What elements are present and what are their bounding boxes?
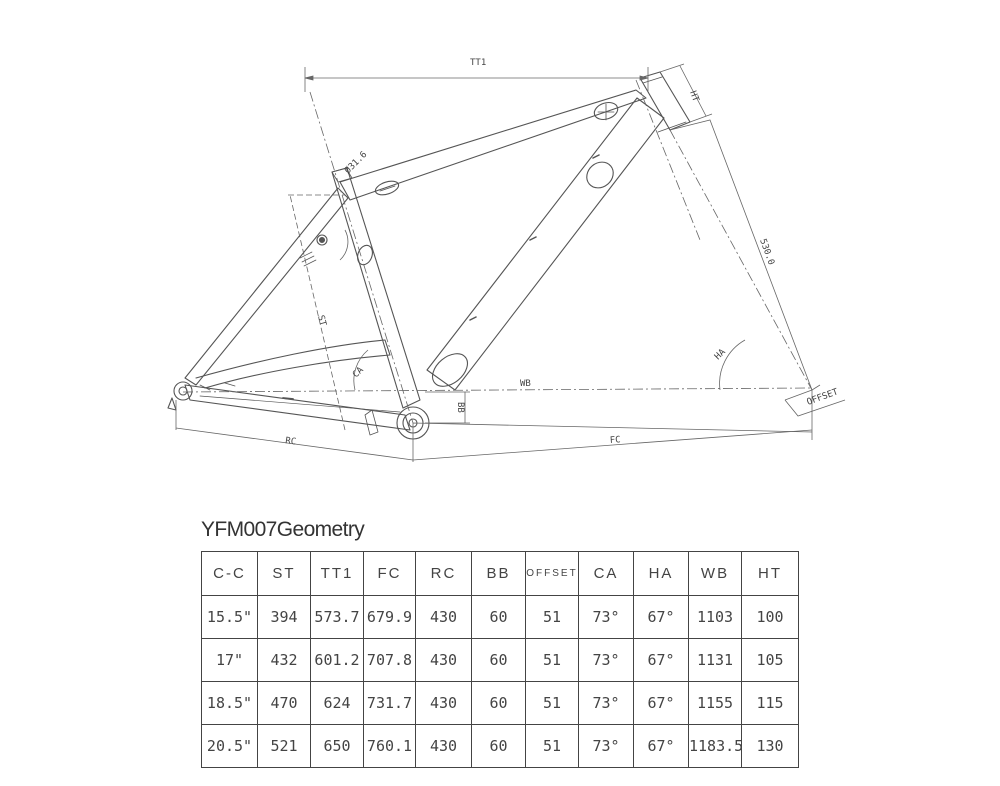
header-cell: RC: [415, 551, 472, 596]
header-cell: ST: [257, 551, 311, 596]
table-cell: 394: [257, 595, 311, 639]
label-st: ST: [315, 314, 328, 328]
table-cell: 17": [201, 638, 258, 682]
header-cell: CA: [578, 551, 634, 596]
table-cell: 430: [415, 681, 472, 725]
table-cell: 601.2: [310, 638, 364, 682]
label-seatpost-diameter: Ø31.6: [342, 149, 369, 176]
table-cell: 707.8: [363, 638, 416, 682]
label-rc: RC: [285, 436, 297, 447]
table-cell: 18.5": [201, 681, 258, 725]
table-cell: 521: [257, 724, 311, 768]
table-cell: 432: [257, 638, 311, 682]
table-cell: 1131: [688, 638, 742, 682]
dimension-lines: [175, 63, 846, 462]
table-cell: 430: [415, 638, 472, 682]
table-cell: 73°: [578, 595, 634, 639]
header-cell: FC: [363, 551, 416, 596]
table-row: 17" 432 601.2 707.8 430 60 51 73° 67° 11…: [201, 638, 799, 682]
frame-geometry-drawing: TT1 HT Ø31.6 530.0 ST CA HA WB BB OFFSET…: [167, 58, 846, 462]
table-cell: 573.7: [310, 595, 364, 639]
table-cell: 15.5": [201, 595, 258, 639]
seat-stay: [184, 187, 391, 389]
table-cell: 20.5": [201, 724, 258, 768]
chain-stay: [184, 384, 411, 436]
label-wb: WB: [520, 379, 531, 389]
geometry-table: C-C ST TT1 FC RC BB OFFSET CA HA WB HT 1…: [201, 551, 799, 768]
table-row: 20.5" 521 650 760.1 430 60 51 73° 67° 11…: [201, 724, 799, 768]
seat-tube: [331, 167, 421, 409]
table-cell: 67°: [633, 681, 689, 725]
label-ht: HT: [687, 90, 700, 104]
table-cell: 51: [525, 595, 579, 639]
down-tube: [426, 97, 665, 391]
label-tt1: TT1: [470, 58, 486, 68]
top-tube: [339, 89, 647, 201]
table-cell: 60: [471, 595, 526, 639]
table-cell: 67°: [633, 724, 689, 768]
table-cell: 60: [471, 638, 526, 682]
table-cell: 105: [741, 638, 799, 682]
label-bb: BB: [455, 402, 465, 413]
header-cell: TT1: [310, 551, 364, 596]
table-cell: 51: [525, 638, 579, 682]
label-fc: FC: [610, 435, 622, 446]
table-cell: 1103: [688, 595, 742, 639]
header-cell: BB: [471, 551, 526, 596]
table-cell: 73°: [578, 681, 634, 725]
table-cell: 760.1: [363, 724, 416, 768]
table-cell: 100: [741, 595, 799, 639]
table-cell: 51: [525, 724, 579, 768]
header-cell: C-C: [201, 551, 258, 596]
table-cell: 1155: [688, 681, 742, 725]
table-cell: 130: [741, 724, 799, 768]
header-cell: WB: [688, 551, 742, 596]
table-cell: 624: [310, 681, 364, 725]
table-cell: 60: [471, 724, 526, 768]
table-cell: 60: [471, 681, 526, 725]
label-ca: CA: [351, 365, 366, 380]
table-cell: 67°: [633, 595, 689, 639]
header-cell: HT: [741, 551, 799, 596]
header-cell: OFFSET: [525, 551, 579, 596]
header-cell: HA: [633, 551, 689, 596]
table-cell: 679.9: [363, 595, 416, 639]
table-cell: 650: [310, 724, 364, 768]
table-cell: 115: [741, 681, 799, 725]
table-title: YFM007Geometry: [201, 518, 365, 541]
table-cell: 470: [257, 681, 311, 725]
table-row: 15.5" 394 573.7 679.9 430 60 51 73° 67° …: [201, 595, 799, 639]
table-cell: 51: [525, 681, 579, 725]
table-row: 18.5" 470 624 731.7 430 60 51 73° 67° 11…: [201, 681, 799, 725]
table-cell: 73°: [578, 724, 634, 768]
table-cell: 73°: [578, 638, 634, 682]
table-header-row: C-C ST TT1 FC RC BB OFFSET CA HA WB HT: [201, 551, 799, 596]
table-cell: 430: [415, 724, 472, 768]
head-tube: [639, 71, 691, 133]
table-cell: 67°: [633, 638, 689, 682]
rear-dropout: [167, 381, 236, 411]
table-cell: 731.7: [363, 681, 416, 725]
table-cell: 1183.5: [688, 724, 743, 768]
table-cell: 430: [415, 595, 472, 639]
